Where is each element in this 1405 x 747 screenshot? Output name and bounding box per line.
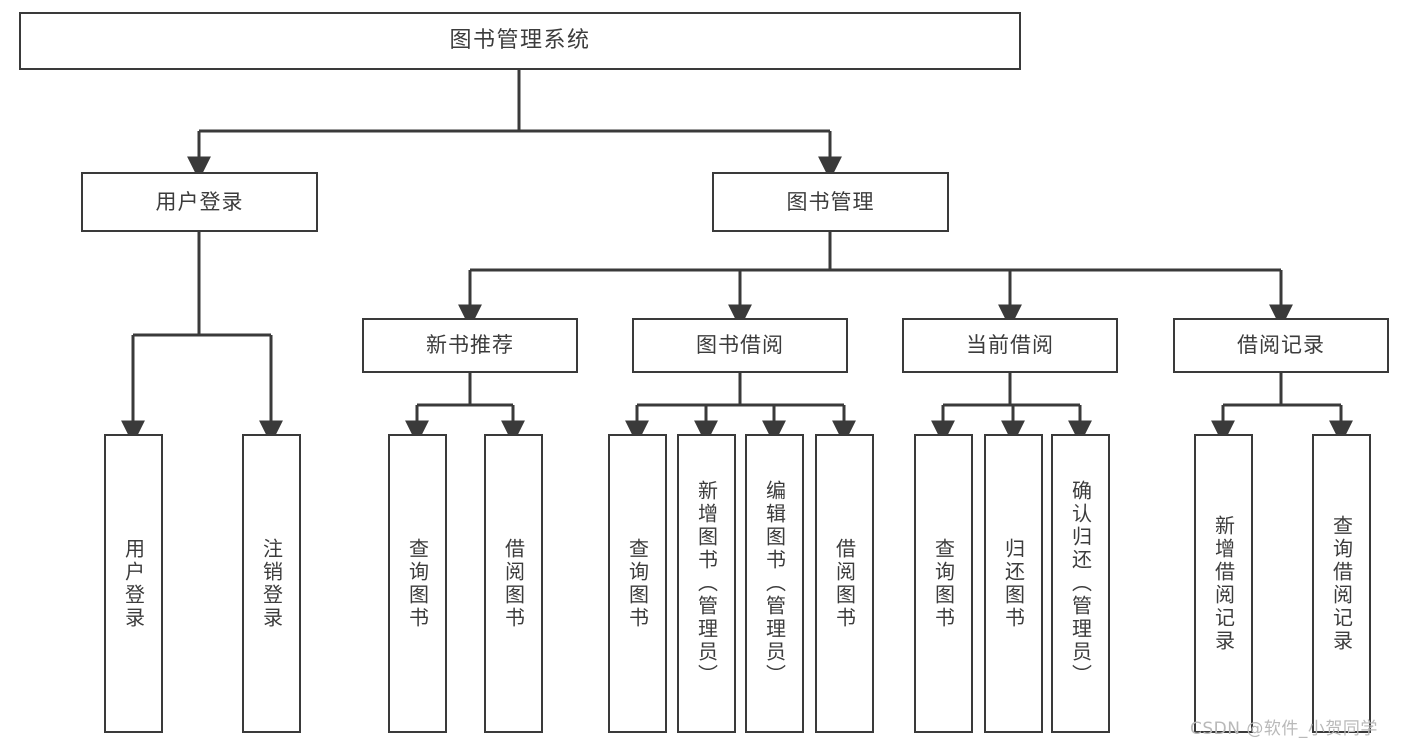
node-book-borrow[interactable]: 图书借阅 (632, 318, 848, 373)
node-book-management[interactable]: 图书管理 (712, 172, 949, 232)
node-label: 查询图书 (405, 537, 430, 630)
node-label: 确认归还（管理员） (1068, 480, 1093, 687)
leaf-query-book-current[interactable]: 查询图书 (914, 434, 973, 733)
node-label: 查询图书 (931, 537, 956, 630)
leaf-borrow-book-recommend[interactable]: 借阅图书 (484, 434, 543, 733)
node-current-borrow[interactable]: 当前借阅 (902, 318, 1118, 373)
node-label: 图书借阅 (696, 333, 784, 358)
node-user-login[interactable]: 用户登录 (81, 172, 318, 232)
node-label: 借阅图书 (501, 537, 526, 630)
node-label: 注销登录 (259, 537, 284, 630)
node-new-book-recommend[interactable]: 新书推荐 (362, 318, 578, 373)
node-label: 新增借阅记录 (1211, 514, 1236, 653)
node-root-book-management-system[interactable]: 图书管理系统 (19, 12, 1021, 70)
node-label: 图书管理 (786, 189, 875, 214)
leaf-confirm-return-admin[interactable]: 确认归还（管理员） (1051, 434, 1110, 733)
node-label: 图书管理系统 (449, 28, 591, 54)
leaf-query-borrow-record[interactable]: 查询借阅记录 (1312, 434, 1371, 733)
node-label: 新增图书（管理员） (694, 480, 719, 687)
leaf-query-book-borrow[interactable]: 查询图书 (608, 434, 667, 733)
leaf-add-borrow-record[interactable]: 新增借阅记录 (1194, 434, 1253, 733)
node-label: 借阅图书 (832, 537, 857, 630)
leaf-logout[interactable]: 注销登录 (242, 434, 301, 733)
leaf-query-book-recommend[interactable]: 查询图书 (388, 434, 447, 733)
leaf-user-login[interactable]: 用户登录 (104, 434, 163, 733)
node-label: 借阅记录 (1237, 333, 1325, 358)
leaf-edit-book-admin[interactable]: 编辑图书（管理员） (745, 434, 804, 733)
leaf-borrow-book[interactable]: 借阅图书 (815, 434, 874, 733)
node-label: 编辑图书（管理员） (762, 480, 787, 687)
node-label: 用户登录 (155, 189, 244, 214)
node-label: 当前借阅 (966, 333, 1054, 358)
node-label: 新书推荐 (426, 333, 514, 358)
leaf-add-book-admin[interactable]: 新增图书（管理员） (677, 434, 736, 733)
node-label: 归还图书 (1001, 537, 1026, 630)
node-label: 用户登录 (121, 537, 146, 630)
node-label: 查询借阅记录 (1329, 514, 1354, 653)
node-borrow-record[interactable]: 借阅记录 (1173, 318, 1389, 373)
leaf-return-book[interactable]: 归还图书 (984, 434, 1043, 733)
node-label: 查询图书 (625, 537, 650, 630)
